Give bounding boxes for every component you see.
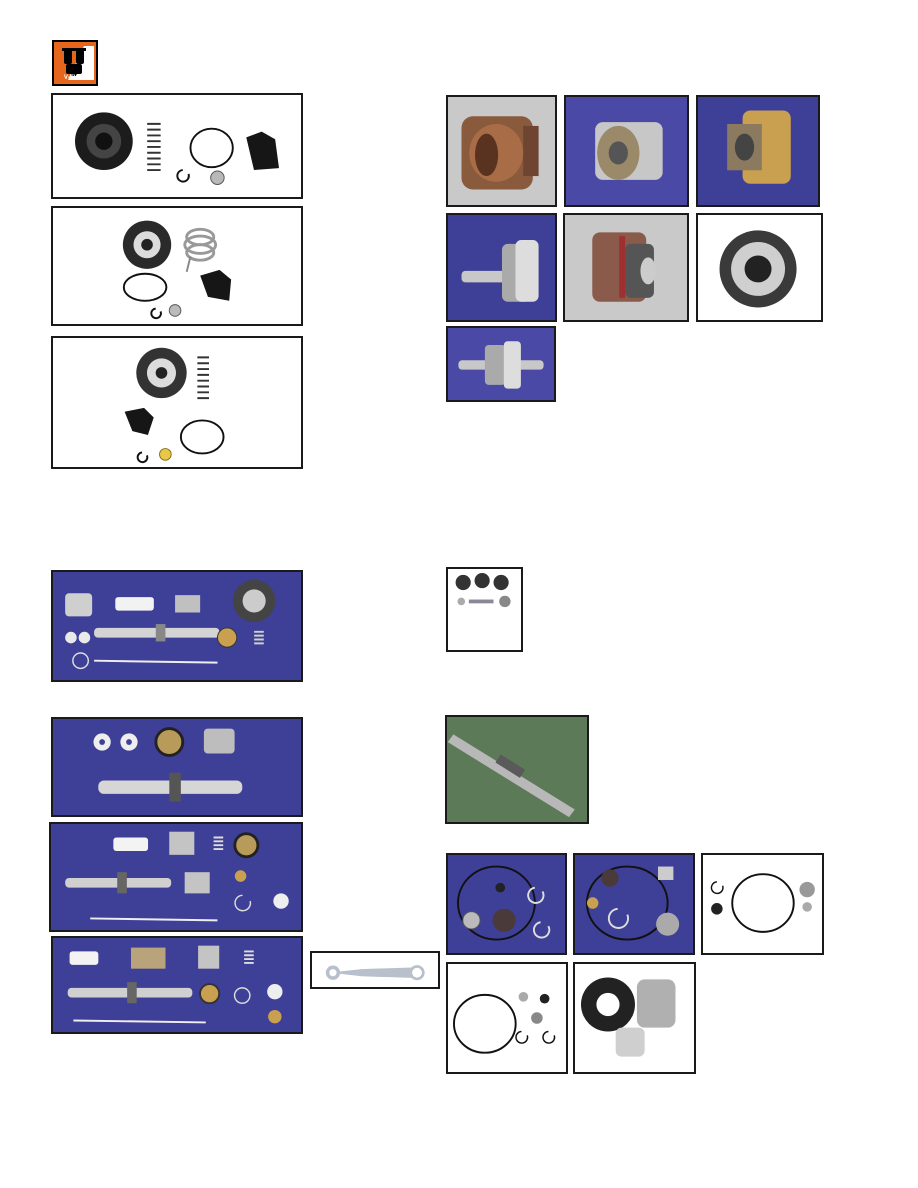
- starter-pinion-gear-brass-photo: [696, 95, 820, 207]
- starter-seal-kit-b-photo: [573, 853, 695, 955]
- starter-shaft-gear-kit-photo: [51, 717, 303, 817]
- starter-seal-kit-c-photo: [701, 853, 824, 955]
- v-twin-logo: V-TWIN: [52, 40, 98, 86]
- engine-icon: [62, 46, 94, 80]
- starter-drive-shaft-photo: [446, 326, 556, 402]
- starter-clutch-gear-photo: [696, 213, 823, 322]
- starter-clutch-spring-kit-photo: [51, 206, 303, 326]
- starter-bearing-kit-photo: [573, 962, 696, 1074]
- starter-clutch-small-kit-photo: [446, 567, 523, 652]
- starter-jackshaft-kit-photo: [51, 570, 303, 682]
- starter-clutch-kit-photo: [51, 93, 303, 199]
- starter-jackshaft-rebuild-kit-photo: [51, 936, 303, 1034]
- starter-seal-kit-d-photo: [446, 962, 568, 1074]
- starter-clutch-assembly-kit-photo: [51, 336, 303, 469]
- spanner-wrench-photo: [310, 951, 440, 989]
- starter-pinion-gear-chrome-photo: [564, 95, 689, 207]
- starter-drive-gear-red-bearing-photo: [563, 213, 689, 322]
- starter-jackshaft-assembly-photo: [49, 822, 303, 932]
- logo-text: V-TWIN: [63, 75, 87, 81]
- starter-pinion-gear-copper-photo: [446, 95, 557, 207]
- starter-drive-assembly-photo: [446, 213, 557, 322]
- starter-jackshaft-green-photo: [445, 715, 589, 824]
- starter-seal-kit-a-photo: [446, 853, 567, 955]
